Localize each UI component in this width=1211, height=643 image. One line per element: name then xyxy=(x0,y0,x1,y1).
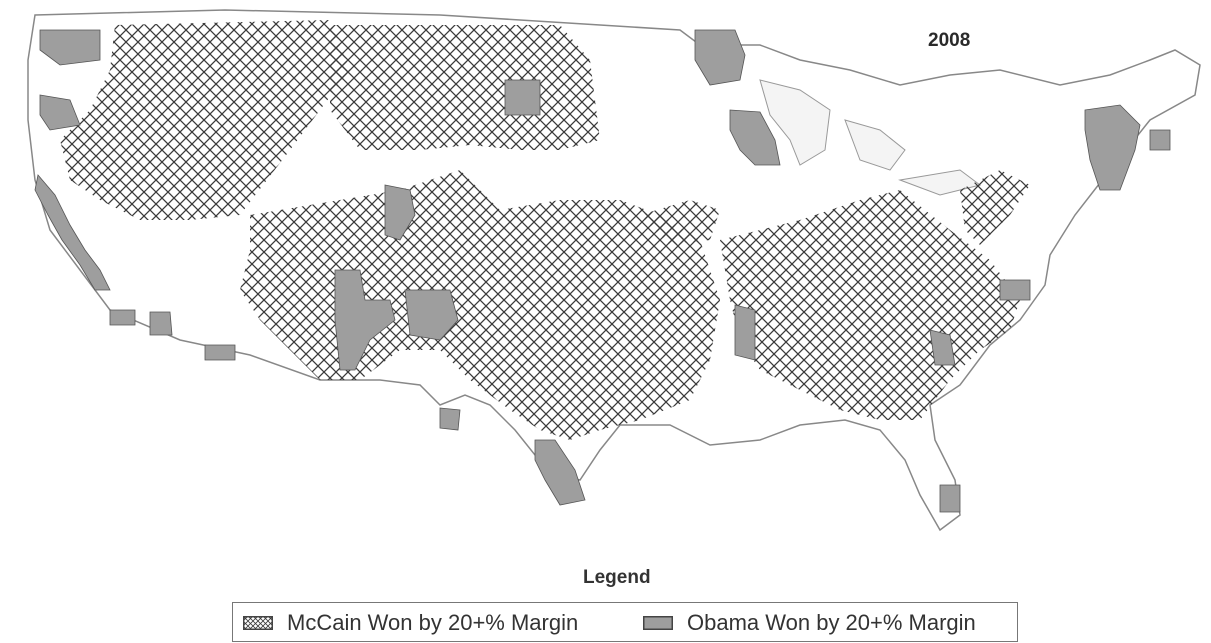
legend-item-mccain: McCain Won by 20+% Margin xyxy=(243,610,578,636)
legend-label-mccain: McCain Won by 20+% Margin xyxy=(287,610,579,635)
solid-swatch-icon xyxy=(643,616,673,630)
legend-title: Legend xyxy=(583,567,651,588)
legend-label-obama: Obama Won by 20+% Margin xyxy=(687,610,976,635)
crosshatch-swatch-icon xyxy=(243,616,273,630)
legend: McCain Won by 20+% Margin Obama Won by 2… xyxy=(232,602,1018,642)
us-county-map xyxy=(27,9,1201,532)
obama-regions xyxy=(34,29,1171,513)
legend-item-obama: Obama Won by 20+% Margin xyxy=(643,610,976,636)
mccain-regions xyxy=(60,20,1030,440)
map-year-label: 2008 xyxy=(928,30,971,51)
